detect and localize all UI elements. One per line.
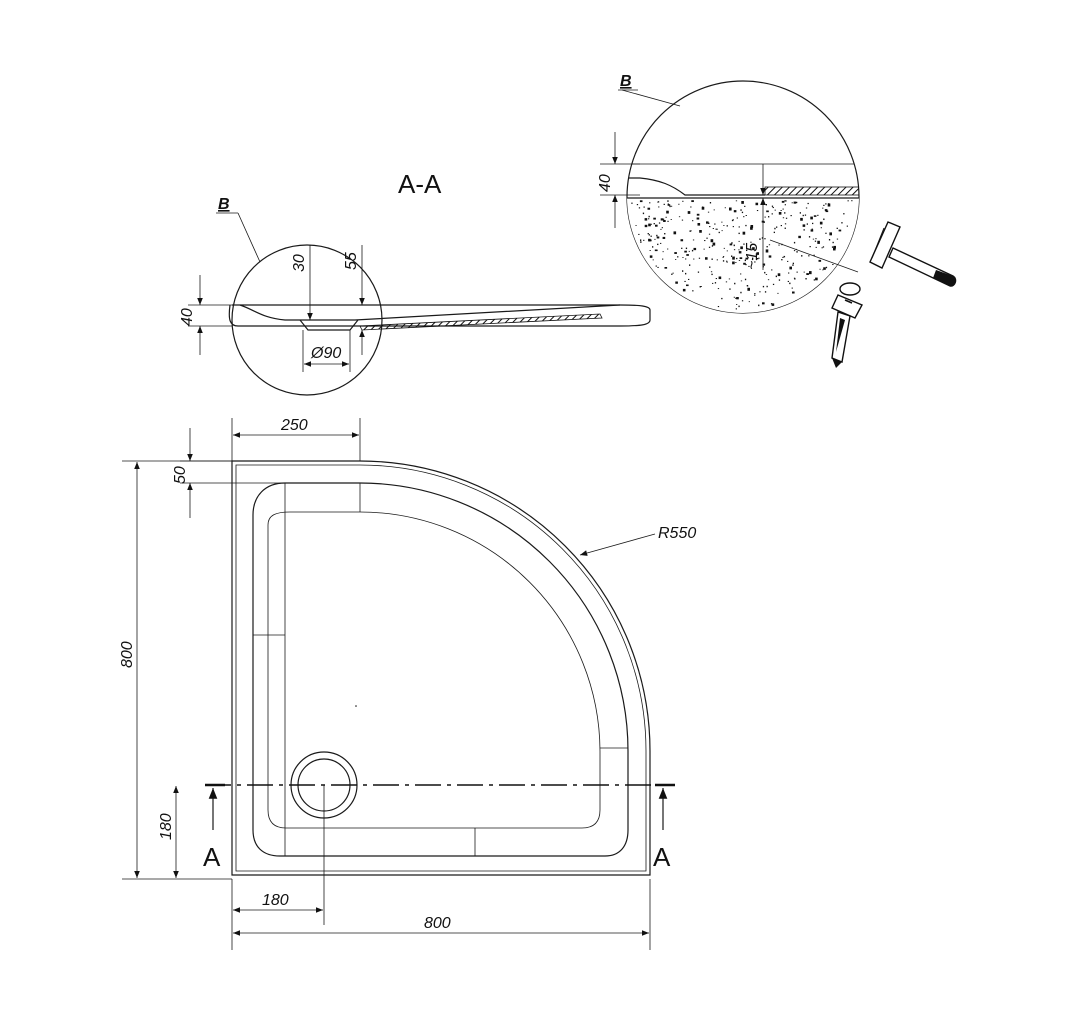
detail-label-b: B <box>620 73 632 90</box>
detail-label: B <box>218 196 230 213</box>
plan-view: A A 250 50 800 180 180 800 R550 <box>119 417 696 950</box>
dim-800-vertical: 800 <box>119 641 136 668</box>
tray-hatched-base <box>359 313 603 331</box>
tray-profile <box>228 304 651 327</box>
basin-outline <box>252 482 629 857</box>
section-marker-right: A <box>653 842 671 872</box>
detail-tray-edge <box>627 177 765 196</box>
tray-outline <box>231 460 651 876</box>
dim-radius: R550 <box>658 525 696 542</box>
section-title: A-A <box>398 169 442 199</box>
section-view: A-A B 40 30 55 Ø90 <box>179 169 651 396</box>
dim-180-horizontal: 180 <box>262 892 289 909</box>
drain-profile <box>299 319 359 331</box>
dim-drain-diameter: Ø90 <box>310 345 341 362</box>
dim-50: 50 <box>172 466 189 484</box>
detail-circle-small <box>231 244 383 396</box>
hammer-icon <box>869 221 957 287</box>
dim-55: 55 <box>343 252 360 270</box>
detail-hatched-base <box>764 186 859 196</box>
hammer-leader <box>769 239 859 273</box>
section-marker-left: A <box>203 842 221 872</box>
dim-30: 30 <box>291 254 308 272</box>
dim-800-horizontal: 800 <box>424 915 451 932</box>
concrete-speckles <box>631 200 853 310</box>
detail-leader <box>237 212 261 263</box>
dim-180-vertical: 180 <box>158 813 175 840</box>
detail-view: B 40 ~15 <box>597 73 957 368</box>
anchor-bolt-icon <box>831 282 863 368</box>
dim-40-detail: 40 <box>597 174 614 192</box>
dim-40-section: 40 <box>179 308 196 326</box>
dim-250: 250 <box>280 417 308 434</box>
dim-approx-15: ~15 <box>744 243 761 270</box>
